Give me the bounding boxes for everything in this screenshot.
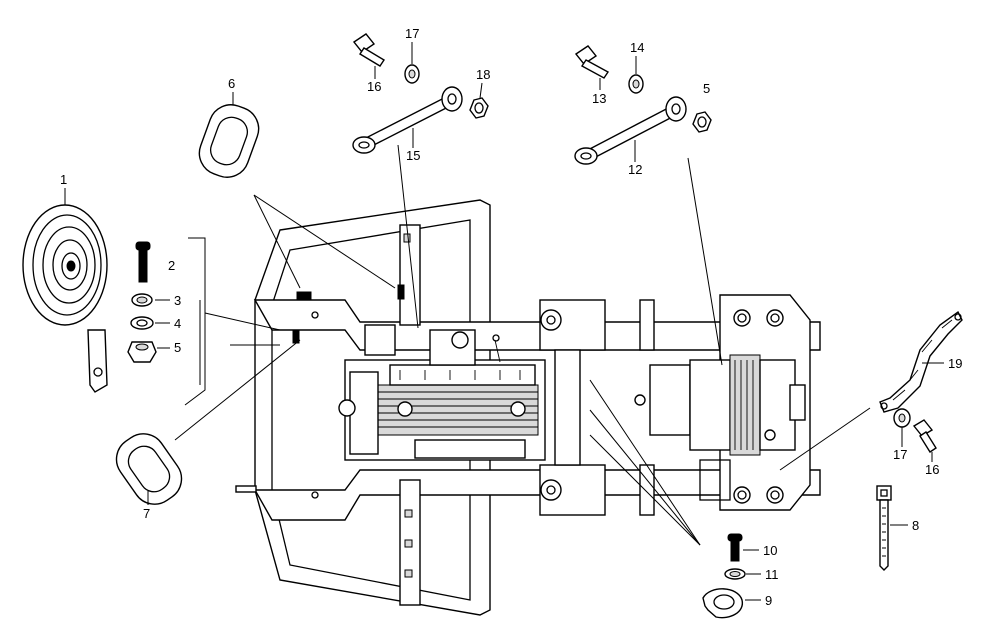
callout-3: 3 [174, 293, 181, 308]
callout-15: 15 [406, 148, 420, 163]
callout-13: 13 [592, 91, 606, 106]
bolt-part-13 [574, 45, 610, 79]
callout-12: 12 [628, 162, 642, 177]
callout-18: 18 [476, 67, 490, 82]
washer-part-17-top [404, 64, 420, 84]
callout-numbers: 1 2 3 4 5 5 6 7 8 9 10 11 12 13 14 15 16… [60, 26, 962, 608]
washer-part-14 [628, 74, 644, 94]
engine-block [338, 324, 546, 461]
callout-2: 2 [168, 258, 175, 273]
grommet-part-7 [115, 433, 183, 505]
callout-19: 19 [948, 356, 962, 371]
callout-9: 9 [765, 593, 772, 608]
callout-14: 14 [630, 40, 644, 55]
callout-1: 1 [60, 172, 67, 187]
callout-4: 4 [174, 316, 181, 331]
bolt-part-16-right [912, 419, 937, 453]
grommet-part-6 [198, 104, 260, 178]
nut-part-5-right [692, 111, 712, 133]
callout-11: 11 [765, 567, 779, 582]
cable-tie-part-8 [876, 485, 892, 571]
leader-lines [174, 144, 871, 546]
washer-part-11 [724, 568, 746, 580]
washer-part-17-right [893, 408, 911, 428]
washer-part-3 [131, 293, 153, 307]
callout-16-top: 16 [367, 79, 381, 94]
horn-part [22, 204, 108, 393]
callout-5-left: 5 [174, 340, 181, 355]
callout-8: 8 [912, 518, 919, 533]
washer-part-4 [130, 316, 154, 330]
ground-strap-part-19 [879, 310, 963, 413]
callout-6: 6 [228, 76, 235, 91]
callout-10: 10 [763, 543, 777, 558]
bolt-part-2 [135, 241, 151, 283]
rod-part-15 [352, 86, 463, 154]
nut-part-5-left [127, 341, 157, 363]
callout-7: 7 [143, 506, 150, 521]
rod-part-12 [574, 96, 687, 165]
callout-16-right: 16 [925, 462, 939, 477]
transmission-unit [634, 354, 806, 456]
clamp-part-9 [702, 588, 744, 619]
callout-5-right: 5 [703, 81, 710, 96]
nut-part-18 [469, 97, 489, 119]
callout-17-right: 17 [893, 447, 907, 462]
bolt-part-10 [727, 533, 743, 562]
callout-17-top: 17 [405, 26, 419, 41]
bolt-part-16-top [352, 33, 385, 67]
